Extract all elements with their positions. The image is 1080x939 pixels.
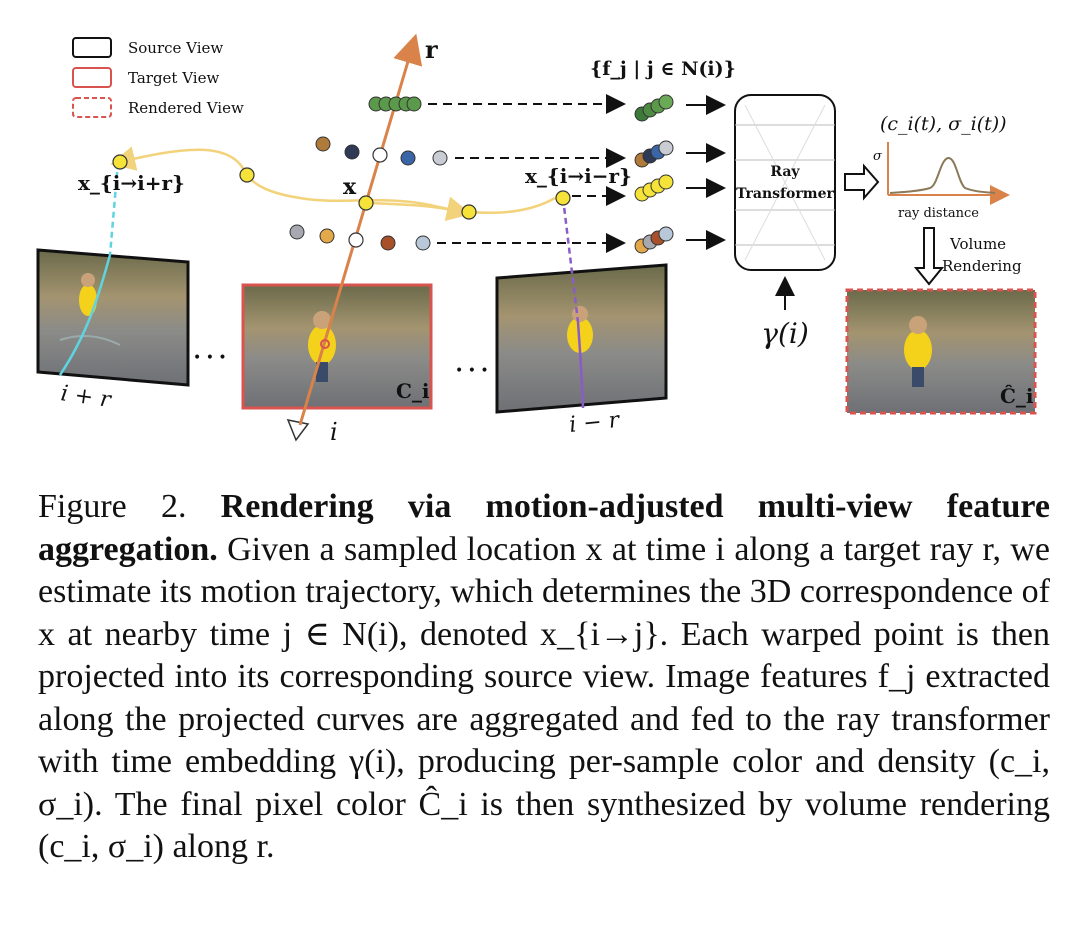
feature-stack-1 bbox=[634, 94, 674, 122]
caption-title: Rendering via motion-adjusted multi-view… bbox=[38, 488, 1050, 568]
feature-stack-3 bbox=[634, 174, 674, 202]
cyan-projection-curve bbox=[58, 254, 112, 376]
label-i-plus-r: i + r bbox=[59, 381, 113, 413]
method-figure: Source View Target View Rendered View i … bbox=[36, 33, 1037, 446]
volume-label-2: Rendering bbox=[942, 257, 1022, 275]
volume-label-1: Volume bbox=[949, 235, 1006, 253]
trajectory-curve-forward bbox=[369, 196, 472, 222]
cyan-dashed-line bbox=[108, 161, 120, 256]
legend-target-label: Target View bbox=[128, 69, 219, 87]
ray-label: r bbox=[425, 35, 438, 64]
sample-row-1 bbox=[368, 96, 422, 112]
figure-caption: Figure 2. Rendering via motion-adjusted … bbox=[38, 486, 1050, 869]
target-pixel-marker bbox=[320, 339, 330, 349]
legend-rendered-swatch bbox=[72, 97, 112, 118]
label-i-minus-r: i − r bbox=[568, 408, 622, 438]
legend-source-label: Source View bbox=[128, 39, 223, 57]
ellipsis-left: • • • bbox=[193, 350, 227, 366]
legend: Source View Target View Rendered View bbox=[72, 37, 244, 118]
legend-source-swatch bbox=[72, 37, 112, 58]
density-curve bbox=[889, 157, 996, 194]
purple-dashed-line bbox=[561, 197, 580, 323]
point-x-plus bbox=[112, 154, 128, 170]
rendered-view: Ĉ_i bbox=[845, 288, 1037, 415]
label-c-i: C_i bbox=[396, 379, 430, 403]
sigma-label: σ bbox=[873, 149, 883, 164]
purple-projection-curve bbox=[576, 321, 585, 409]
output-arrow bbox=[844, 163, 880, 201]
caption-body: Given a sampled location x at time i alo… bbox=[38, 530, 1051, 866]
caption-figure-label: Figure 2. bbox=[38, 488, 187, 525]
legend-target-swatch bbox=[72, 67, 112, 88]
ray-transformer-label-1: Ray bbox=[770, 164, 800, 180]
sample-row-2 bbox=[315, 136, 448, 166]
volume-rendering-arrow bbox=[913, 227, 945, 286]
feature-stack-2 bbox=[634, 140, 674, 168]
ray-distance-label: ray distance bbox=[898, 206, 979, 221]
ray-transformer-block: Ray Transformer bbox=[734, 94, 836, 271]
label-c-hat-i: Ĉ_i bbox=[1000, 383, 1034, 408]
label-x: x bbox=[343, 174, 357, 200]
ellipsis-right: • • • bbox=[455, 363, 489, 379]
features-set-label: {f_j | j ∈ N(i)} bbox=[590, 58, 736, 80]
label-i: i bbox=[330, 418, 338, 446]
point-x bbox=[358, 195, 374, 211]
camera-icon bbox=[286, 418, 310, 442]
legend-rendered-label: Rendered View bbox=[128, 99, 244, 117]
point-traj-1 bbox=[239, 167, 255, 183]
sample-row-3 bbox=[289, 224, 431, 251]
source-view-left bbox=[36, 248, 190, 387]
point-traj-2 bbox=[461, 204, 477, 220]
gamma-label: γ(i) bbox=[761, 317, 809, 350]
point-x-minus bbox=[555, 190, 571, 206]
ray-transformer-label-2: Transformer bbox=[736, 186, 834, 202]
color-density-label: (c_i(t), σ_i(t)) bbox=[880, 113, 1007, 135]
trajectory-curve bbox=[110, 146, 556, 214]
feature-stack-4 bbox=[634, 226, 674, 254]
label-x-minus: x_{i→i−r} bbox=[525, 164, 632, 188]
label-x-plus: x_{i→i+r} bbox=[78, 171, 185, 195]
